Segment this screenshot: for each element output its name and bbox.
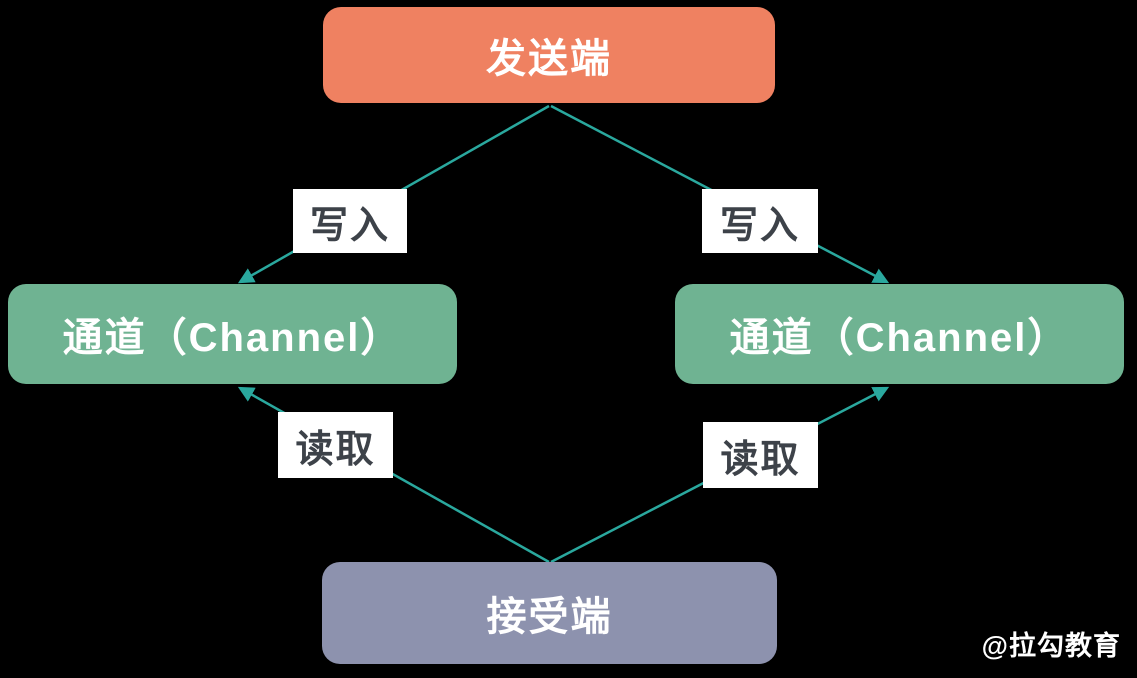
edge-label-write-left-text: 写入 — [309, 204, 390, 247]
node-channel-left: 通道（Channel） — [8, 284, 457, 384]
watermark: @拉勾教育 — [981, 631, 1121, 661]
node-channel-right-label: 通道（Channel） — [729, 316, 1070, 360]
edge-label-write-right-text: 写入 — [719, 204, 800, 247]
node-sender-label: 发送端 — [486, 37, 612, 81]
edge-label-read-left: 读取 — [278, 412, 393, 478]
edge-label-read-right-text: 读取 — [720, 438, 801, 481]
node-sender: 发送端 — [323, 7, 775, 103]
edge-label-write-left: 写入 — [293, 189, 407, 253]
node-receiver-label: 接受端 — [486, 595, 613, 639]
node-channel-right: 通道（Channel） — [675, 284, 1124, 384]
edge-label-write-right: 写入 — [702, 189, 818, 253]
edge-label-read-left-text: 读取 — [295, 428, 376, 471]
node-receiver: 接受端 — [322, 562, 777, 664]
node-channel-left-label: 通道（Channel） — [62, 316, 403, 360]
edge-label-read-right: 读取 — [703, 422, 818, 488]
